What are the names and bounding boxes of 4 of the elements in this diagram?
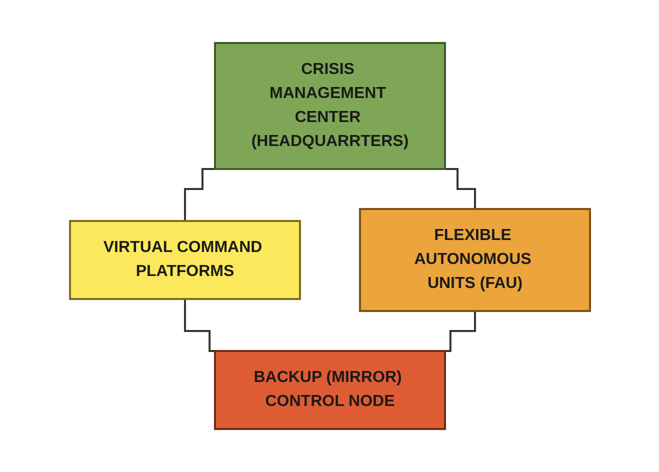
node-box: FLEXIBLE AUTONOMOUS UNITS (FAU) [358, 208, 590, 312]
node-box: CRISIS MANAGEMENT CENTER (HEADQUARRTERS) [214, 42, 446, 170]
node-box: VIRTUAL COMMAND PLATFORMS [68, 220, 300, 300]
node-box: BACKUP (MIRROR) CONTROL NODE [214, 350, 446, 430]
